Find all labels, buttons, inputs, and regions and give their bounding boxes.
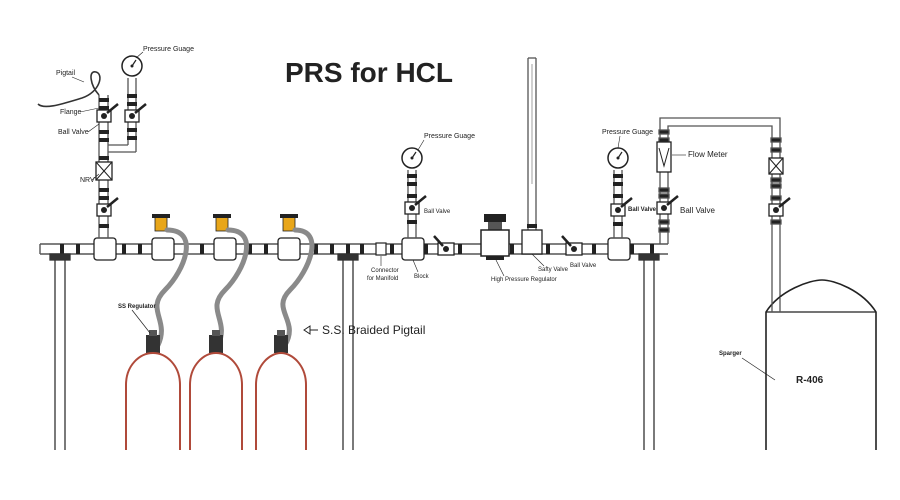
label-block: Block: [414, 274, 430, 280]
reactor-vessel: [765, 279, 877, 450]
cylinder-fittings: [152, 214, 298, 232]
label-connector-1: Connector: [371, 268, 399, 274]
label-ball-valve-right: Ball Valve: [628, 207, 657, 213]
flow-line: [658, 117, 782, 298]
label-safety-valve: Safty Valve: [538, 267, 569, 273]
label-ball-valve-center: Ball Valve: [424, 209, 451, 215]
label-flange: Flange: [60, 109, 82, 116]
label-flow-meter: Flow Meter: [688, 150, 728, 159]
braided-hoses: [154, 227, 315, 348]
label-ball-valve-left: Ball Valve: [58, 129, 89, 136]
regulator-icon: [480, 214, 510, 260]
safety-vent-pipe: [521, 57, 543, 255]
label-sparger: Sparger: [719, 351, 742, 357]
label-pressure-guage-center: Pressure Guage: [424, 133, 475, 140]
ball-valve-icon: [561, 235, 583, 256]
label-pressure-guage-right: Pressure Guage: [602, 129, 653, 136]
label-nrv: NRV: [80, 177, 95, 184]
label-reactor: R-406: [796, 375, 824, 386]
flow-meter-icon: [656, 141, 672, 173]
nrv-icon: [768, 157, 784, 175]
gas-cylinder-icon: [125, 351, 307, 450]
pressure-gauge-icon: [401, 147, 423, 169]
right-riser: [607, 147, 634, 238]
pressure-gauge-icon: [607, 147, 629, 169]
left-riser: [37, 55, 148, 238]
ball-valve-icon: [433, 235, 455, 256]
label-ball-valve-inline: Ball Valve: [570, 263, 597, 269]
label-high-pressure-regulator: High Pressure Regulator: [491, 277, 557, 283]
label-ss-braided-pigtail: S.S. Braided Pigtail: [322, 323, 425, 337]
center-riser: [401, 147, 428, 238]
label-pigtail: Pigtail: [56, 70, 76, 77]
pressure-gauge-icon: [121, 55, 143, 77]
support-stands: [49, 253, 660, 450]
label-pressure-guage-left: Pressure Guage: [143, 46, 194, 53]
cylinder-regulators: [146, 330, 288, 353]
page-title: PRS for HCL: [285, 57, 453, 88]
label-connector-2: for Manifold: [367, 276, 398, 282]
main-manifold: [39, 237, 668, 261]
label-ball-valve-flow: Ball Valve: [680, 206, 716, 215]
label-ss-regulator: SS Regulator: [118, 304, 156, 310]
